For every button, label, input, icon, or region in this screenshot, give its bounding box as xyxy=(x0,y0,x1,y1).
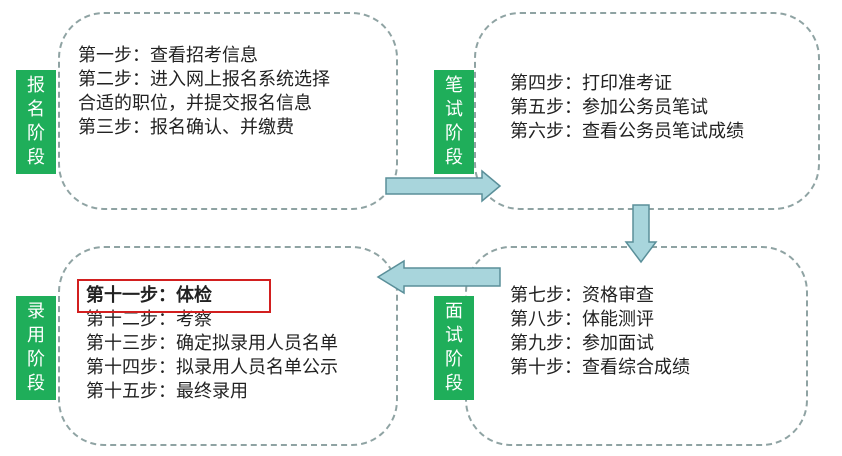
step-10: 第十步：查看综合成绩 xyxy=(510,357,690,378)
label-char: 报 xyxy=(27,75,45,96)
signup-steps: 第一步：查看招考信息 第二步：进入网上报名系统选择 合适的职位，并提交报名信息 … xyxy=(78,44,330,140)
label-char: 用 xyxy=(27,325,45,346)
step-2-continued: 合适的职位，并提交报名信息 xyxy=(78,93,312,114)
signup-stage-box xyxy=(58,12,398,210)
step-14: 第十四步：拟录用人员名单公示 xyxy=(86,357,338,378)
step-6: 第六步：查看公务员笔试成绩 xyxy=(510,121,744,142)
hiring-stage-label: 录 用 阶 段 xyxy=(16,296,56,400)
label-char: 段 xyxy=(445,147,463,168)
step-3: 第三步：报名确认、并缴费 xyxy=(78,117,294,138)
label-char: 录 xyxy=(27,301,45,322)
step-7: 第七步：资格审查 xyxy=(510,285,654,306)
hiring-steps: 第十一步：体检 第十二步：考察 第十三步：确定拟录用人员名单 第十四步：拟录用人… xyxy=(86,284,338,404)
label-char: 试 xyxy=(445,325,463,346)
step-2: 第二步：进入网上报名系统选择 xyxy=(78,69,330,90)
step-15: 第十五步：最终录用 xyxy=(86,381,248,402)
step-11: 第十一步：体检 xyxy=(86,285,212,306)
step-13: 第十三步：确定拟录用人员名单 xyxy=(86,333,338,354)
interview-stage-label: 面 试 阶 段 xyxy=(434,296,474,400)
label-char: 段 xyxy=(445,373,463,394)
step-1: 第一步：查看招考信息 xyxy=(78,45,258,66)
interview-steps: 第七步：资格审查 第八步：体能测评 第九步：参加面试 第十步：查看综合成绩 xyxy=(510,284,690,380)
step-4: 第四步：打印准考证 xyxy=(510,73,672,94)
hiring-stage-box xyxy=(58,246,398,446)
label-char: 阶 xyxy=(27,123,45,144)
label-char: 阶 xyxy=(27,349,45,370)
arrow-right-icon xyxy=(385,169,502,203)
written-steps: 第四步：打印准考证 第五步：参加公务员笔试 第六步：查看公务员笔试成绩 xyxy=(510,72,744,144)
label-char: 阶 xyxy=(445,349,463,370)
label-char: 试 xyxy=(445,99,463,120)
label-char: 段 xyxy=(27,373,45,394)
step-11-highlight-box xyxy=(77,279,271,313)
arrow-left-icon xyxy=(376,259,501,295)
step-12: 第十二步：考察 xyxy=(86,309,212,330)
label-char: 阶 xyxy=(445,123,463,144)
step-5: 第五步：参加公务员笔试 xyxy=(510,97,708,118)
step-9: 第九步：参加面试 xyxy=(510,333,654,354)
label-char: 名 xyxy=(27,99,45,120)
label-char: 段 xyxy=(27,147,45,168)
label-char: 面 xyxy=(445,301,463,322)
label-char: 笔 xyxy=(445,75,463,96)
arrow-down-icon xyxy=(624,204,658,264)
written-stage-label: 笔 试 阶 段 xyxy=(434,70,474,174)
signup-stage-label: 报 名 阶 段 xyxy=(16,70,56,174)
step-8: 第八步：体能测评 xyxy=(510,309,654,330)
